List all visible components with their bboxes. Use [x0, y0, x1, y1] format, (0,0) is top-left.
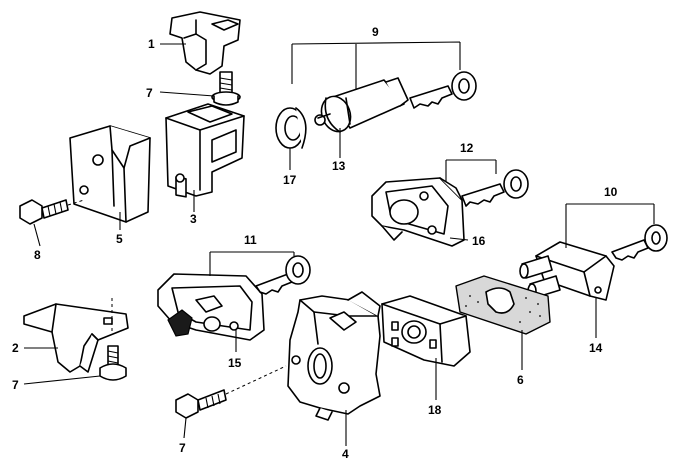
callout-15: 15 [228, 356, 242, 370]
callout-10: 10 [604, 185, 618, 199]
part-15-lock-housing [157, 273, 265, 341]
callout-7-bottom: 7 [179, 441, 186, 455]
callout-11: 11 [244, 233, 257, 247]
callout-16: 16 [472, 234, 486, 248]
part-1-clip [169, 11, 241, 75]
callout-2: 2 [12, 341, 19, 355]
part-7-screw-middle [99, 345, 127, 381]
part-9-lock-cylinder [314, 77, 409, 133]
part-7-bolt-bottom [175, 365, 287, 419]
callout-labels: 1 7 5 3 8 9 17 13 12 16 10 11 2 7 15 6 1… [12, 25, 618, 461]
part-4-mounting-plate [287, 291, 381, 421]
part-8-bolt [19, 199, 85, 225]
callout-4: 4 [342, 447, 349, 461]
part-3-housing [165, 103, 245, 198]
callout-8: 8 [34, 248, 41, 262]
callout-3: 3 [190, 212, 197, 226]
callout-13: 13 [332, 159, 346, 173]
part-18-block [381, 295, 471, 367]
part-2-bracket [23, 298, 129, 373]
callout-1: 1 [148, 37, 155, 51]
callout-17: 17 [283, 173, 297, 187]
callout-9: 9 [372, 25, 379, 39]
callout-14: 14 [589, 341, 603, 355]
part-9-key [409, 71, 477, 109]
part-11-key [255, 255, 311, 295]
part-17-ring [275, 107, 307, 149]
part-6-gasket [455, 275, 551, 335]
callout-7-middle: 7 [12, 378, 19, 392]
callout-12: 12 [460, 141, 474, 155]
part-5-plate [69, 125, 151, 223]
part-12-key [461, 169, 529, 207]
callout-5: 5 [116, 232, 123, 246]
leader-lines [23, 41, 655, 446]
part-7-screw-top [211, 71, 241, 106]
callout-7-top: 7 [146, 86, 153, 100]
callout-6: 6 [517, 373, 524, 387]
callout-18: 18 [428, 403, 442, 417]
part-16-lock-housing [371, 177, 465, 247]
part-10-key [611, 224, 668, 261]
